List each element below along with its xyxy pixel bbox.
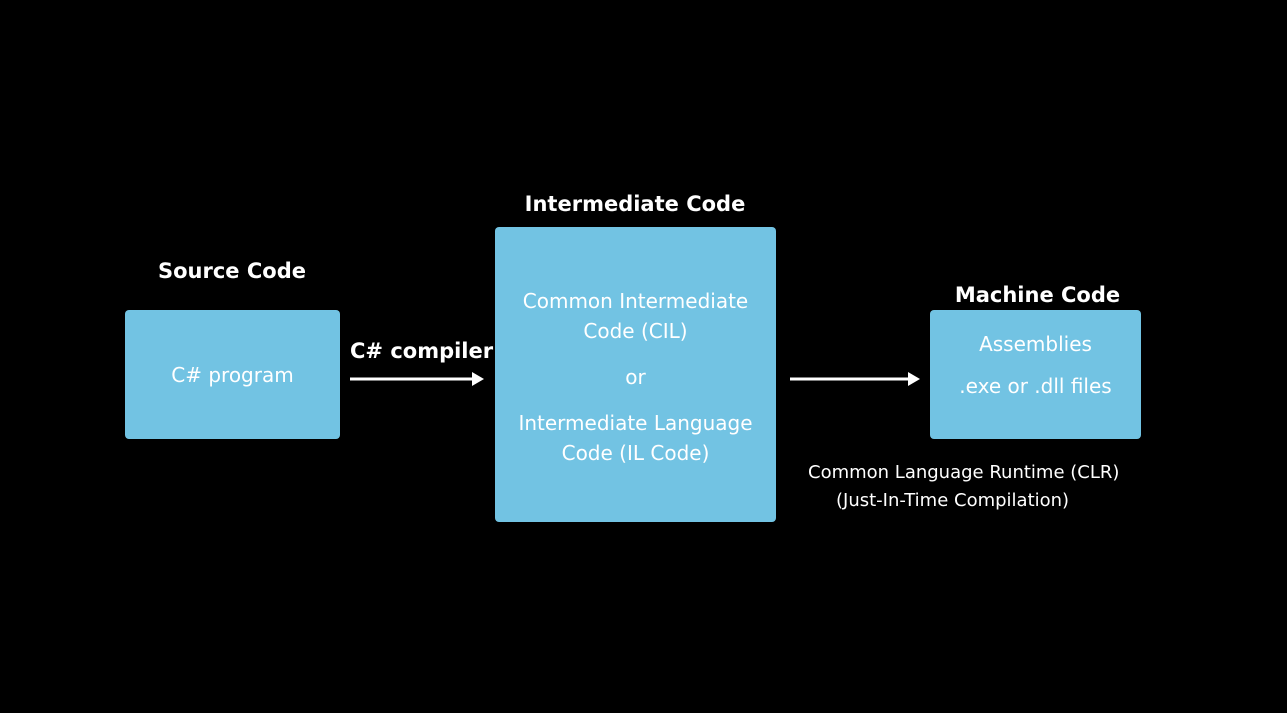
runtime-label-line-1: Common Language Runtime (CLR) <box>808 462 1120 483</box>
intermediate-code-box: Common Intermediate Code (CIL) or Interm… <box>495 227 776 522</box>
intermediate-line-1: Common Intermediate <box>522 289 749 313</box>
runtime-arrow <box>790 372 920 386</box>
compiler-arrow-head <box>472 372 484 386</box>
intermediate-code-heading: Intermediate Code <box>524 192 746 216</box>
machine-line-1: Assemblies <box>979 332 1092 356</box>
runtime-arrow-head <box>908 372 920 386</box>
compiler-arrow <box>350 372 484 386</box>
source-code-box-text: C# program <box>171 363 294 387</box>
runtime-label-line-2: (Just-In-Time Compilation) <box>836 490 1070 511</box>
intermediate-line-3: Intermediate Language <box>518 411 753 435</box>
machine-code-heading: Machine Code <box>954 283 1121 307</box>
intermediate-line-2: Code (CIL) <box>583 319 688 343</box>
intermediate-or-text: or <box>625 365 646 389</box>
source-code-heading: Source Code <box>158 259 306 283</box>
intermediate-line-4: Code (IL Code) <box>561 441 710 465</box>
machine-line-2: .exe or .dll files <box>959 374 1112 398</box>
source-code-box: C# program <box>125 310 340 439</box>
compiler-label: C# compiler <box>350 339 494 363</box>
machine-code-box: Assemblies .exe or .dll files <box>930 310 1141 439</box>
